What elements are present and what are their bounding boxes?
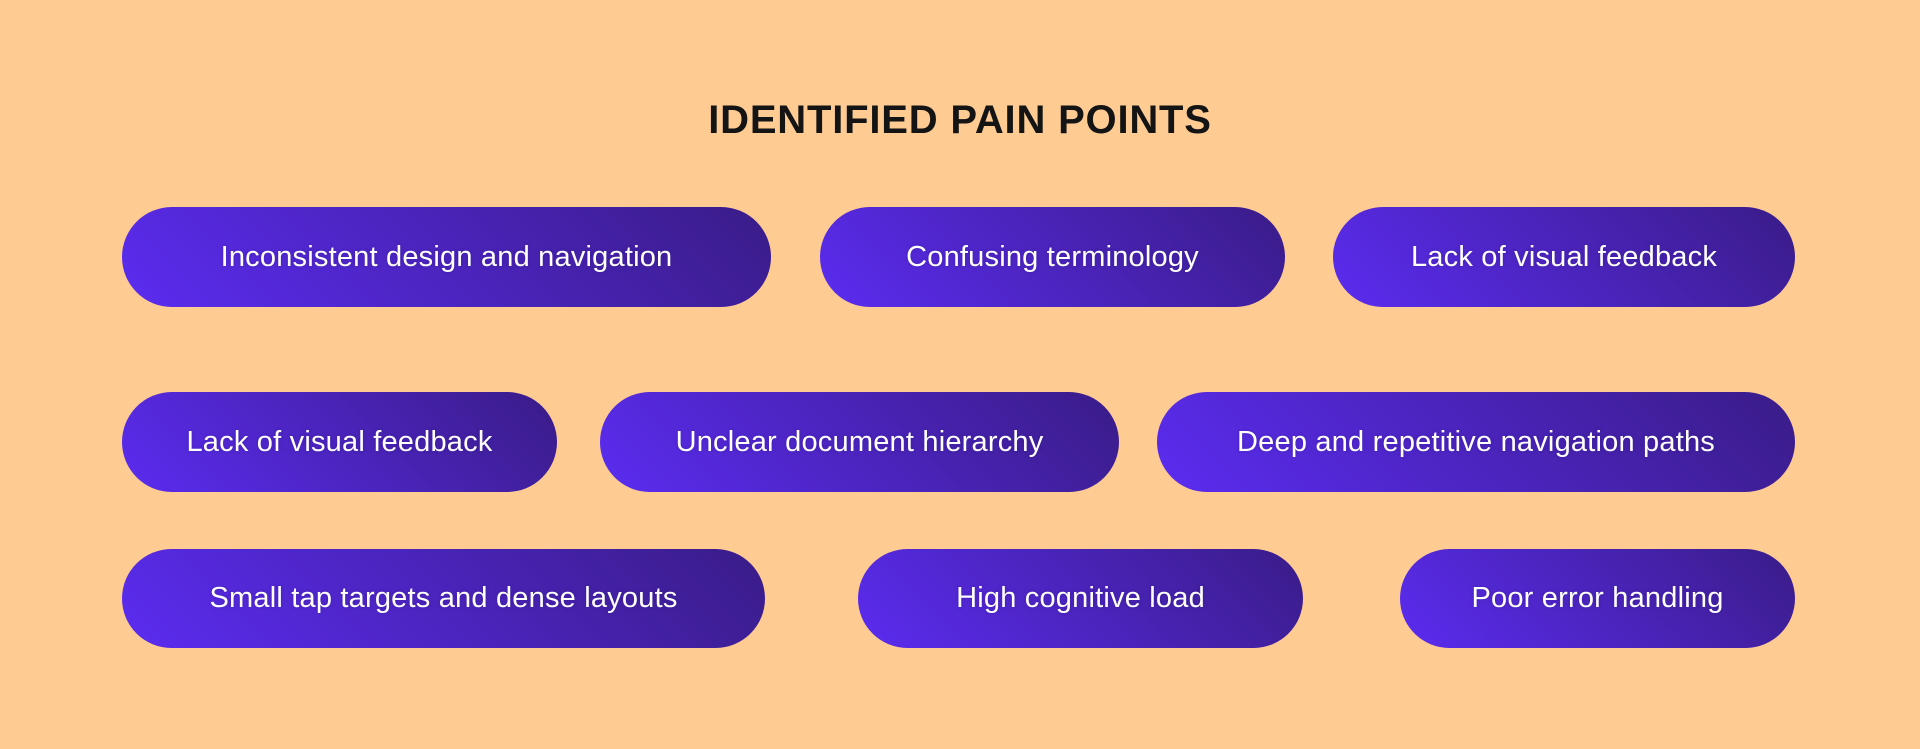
pain-point-label: Deep and repetitive navigation paths: [1237, 425, 1715, 458]
pain-point-pill: Inconsistent design and navigation: [122, 207, 771, 307]
pain-point-label: Lack of visual feedback: [1410, 240, 1718, 273]
pain-point-label: Lack of visual feedback: [186, 425, 493, 458]
pain-point-label: Inconsistent design and navigation: [220, 240, 673, 273]
pain-point-pill: Deep and repetitive navigation paths: [1157, 392, 1795, 492]
pain-point-pill: Poor error handling: [1400, 549, 1795, 648]
pain-point-pill: Lack of visual feedback: [122, 392, 557, 492]
pain-point-label: Unclear document hierarchy: [675, 425, 1044, 458]
pain-point-pill: Small tap targets and dense layouts: [122, 549, 765, 648]
pain-point-label: Small tap targets and dense layouts: [209, 582, 678, 614]
pain-point-pill: Unclear document hierarchy: [600, 392, 1119, 492]
pain-point-label: Confusing terminology: [906, 240, 1199, 273]
pain-point-pill: Lack of visual feedback: [1333, 207, 1795, 307]
pain-point-pill: High cognitive load: [858, 549, 1303, 648]
pain-point-label: Poor error handling: [1471, 582, 1724, 614]
pain-point-label: High cognitive load: [956, 582, 1205, 614]
pain-point-pill: Confusing terminology: [820, 207, 1285, 307]
page-title: IDENTIFIED PAIN POINTS: [708, 98, 1212, 142]
